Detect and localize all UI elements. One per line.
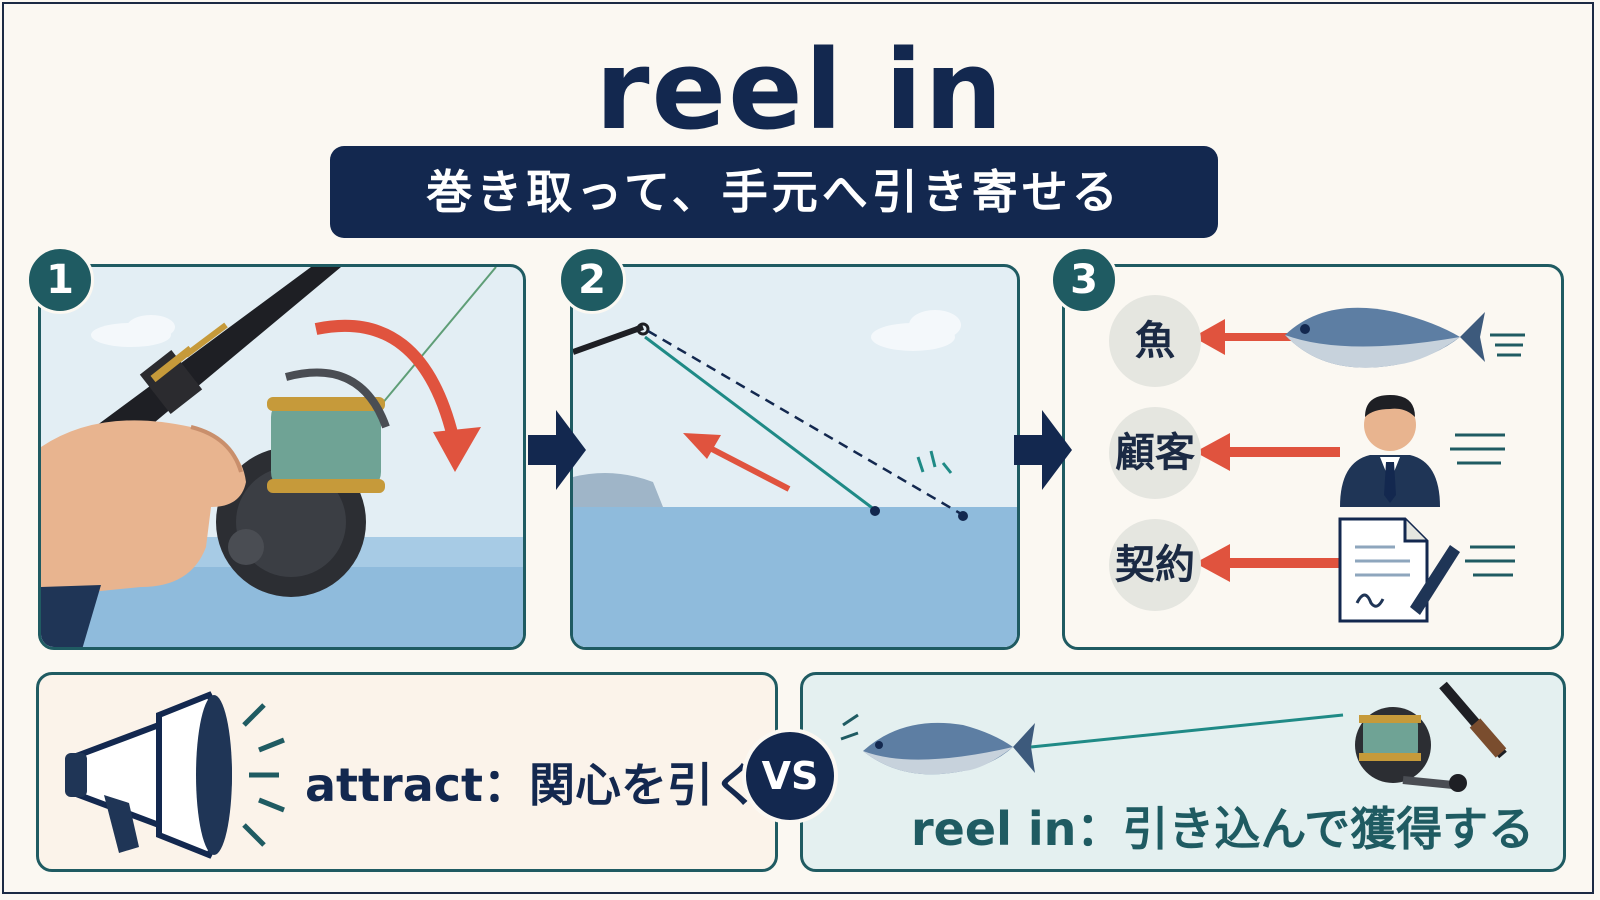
example-term-fish: 魚 bbox=[1109, 295, 1201, 387]
step-2-panel bbox=[570, 264, 1020, 650]
reel-in-comparison-box: reel in：引き込んで獲得する bbox=[800, 672, 1566, 872]
page-subtitle: 巻き取って、手元へ引き寄せる bbox=[330, 146, 1218, 238]
megaphone-icon bbox=[65, 691, 285, 859]
attract-comparison-box: attract：関心を引く bbox=[36, 672, 778, 872]
reel-in-examples-illustration bbox=[1193, 307, 1525, 623]
flow-arrow-2-icon bbox=[1014, 410, 1072, 490]
vs-badge: VS bbox=[742, 728, 838, 824]
step-3-panel: 魚 顧客 契約 bbox=[1062, 264, 1564, 650]
step-2-badge: 2 bbox=[558, 246, 626, 314]
reel-in-definition: reel in：引き込んで獲得する bbox=[911, 802, 1535, 856]
page-title: reel in bbox=[595, 26, 1005, 154]
line-retrieve-illustration bbox=[573, 310, 1017, 647]
example-term-contract: 契約 bbox=[1109, 519, 1201, 611]
fish-reeled-in-illustration bbox=[840, 681, 1507, 792]
step-1-panel bbox=[38, 264, 526, 650]
step-1-badge: 1 bbox=[26, 246, 94, 314]
reel-winding-illustration bbox=[41, 267, 523, 647]
attract-definition: attract：関心を引く bbox=[305, 758, 760, 812]
example-term-customer: 顧客 bbox=[1109, 407, 1201, 499]
flow-arrow-1-icon bbox=[528, 410, 586, 490]
step-3-badge: 3 bbox=[1050, 246, 1118, 314]
